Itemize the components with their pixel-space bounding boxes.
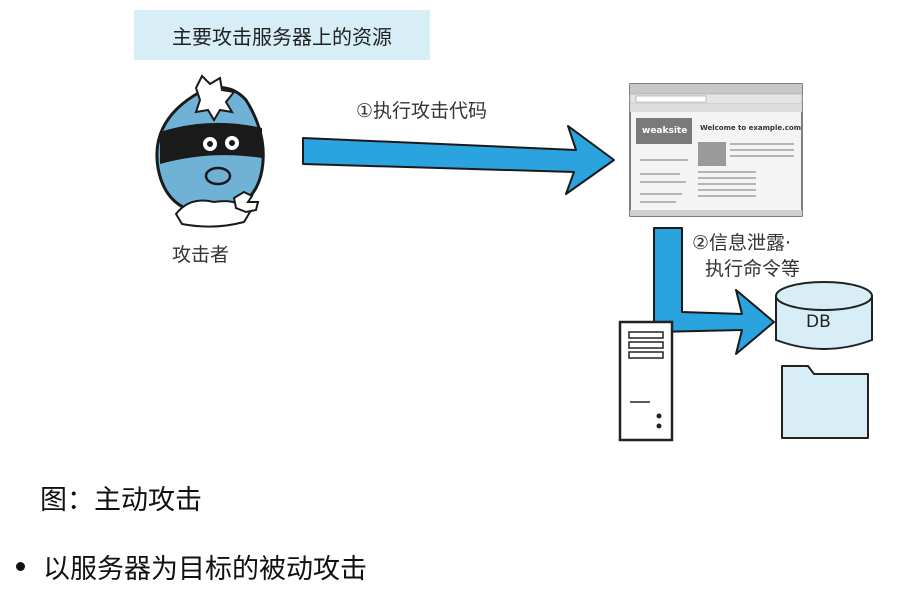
database-icon (775, 281, 873, 350)
browser-heading: Welcome to example.com (700, 124, 801, 132)
attacker-label: 攻击者 (172, 244, 230, 266)
folder-icon (781, 365, 869, 439)
leak-arrow (653, 227, 775, 355)
server-icon (618, 320, 674, 442)
browser-site-name: weaksite (642, 126, 688, 136)
diagram-graphics (128, 0, 897, 448)
diagram-title: 主要攻击服务器上的资源 (134, 10, 430, 60)
step1-label: ①执行攻击代码 (356, 100, 488, 122)
attacker-icon (155, 74, 265, 228)
diagram-background (128, 0, 897, 448)
bullet-text: 以服务器为目标的被动攻击 (43, 554, 367, 585)
figure-caption: 图：主动攻击 (40, 485, 202, 516)
bullet-item: 以服务器为目标的被动攻击 (16, 547, 367, 586)
db-label: DB (806, 312, 831, 332)
bullet-dot (16, 562, 25, 571)
attack-arrow (302, 125, 615, 195)
step2-label-line2: 执行命令等 (705, 258, 801, 280)
diagram: 主要攻击服务器上的资源 攻击者 ①执行攻击代码 ②信息泄露· 执行命令等 DB … (128, 0, 897, 448)
browser-window (629, 83, 803, 217)
step2-label-line1: ②信息泄露· (692, 232, 792, 254)
